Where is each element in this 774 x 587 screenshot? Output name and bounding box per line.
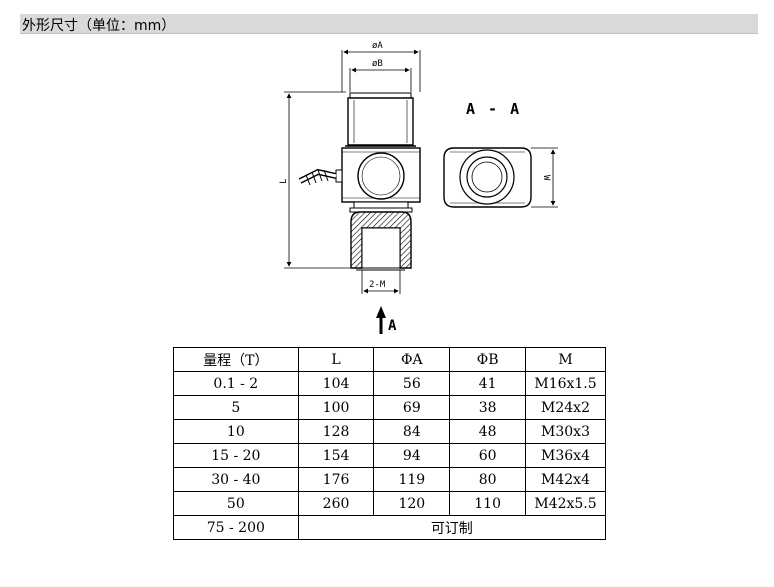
- table-header-row: 量程（T） L ΦA ΦB M: [173, 347, 606, 372]
- cell-l: 154: [297, 443, 375, 468]
- dim-phi-a-label: øA: [372, 41, 383, 51]
- cell-phi-a: 120: [373, 491, 451, 516]
- cable: [298, 168, 337, 186]
- cell-phi-b: 80: [449, 467, 527, 492]
- cell-m: M16x1.5: [525, 371, 606, 396]
- view-arrow-label: A: [388, 318, 397, 334]
- cell-range: 50: [173, 491, 299, 516]
- dim-w: W: [531, 147, 558, 208]
- cell-m: M42x5.5: [525, 491, 606, 516]
- cell-phi-b: 48: [449, 419, 527, 444]
- cell-range: 15 - 20: [173, 443, 299, 468]
- cell-phi-a: 119: [373, 467, 451, 492]
- cell-range: 10: [173, 419, 299, 444]
- cell-phi-b: 60: [449, 443, 527, 468]
- cell-phi-b: 41: [449, 371, 527, 396]
- table-row: 15 - 20 154 94 60 M36x4: [173, 443, 606, 468]
- header-l: L: [297, 347, 375, 372]
- bottom-thread-section: [350, 211, 412, 271]
- cell-m: M42x4: [525, 467, 606, 492]
- top-cap: [345, 92, 416, 147]
- section-label: A - A: [466, 100, 522, 118]
- header-phi-a: ΦA: [373, 347, 451, 372]
- cell-l: 100: [297, 395, 375, 420]
- cell-m: M30x3: [525, 419, 606, 444]
- dim-phi-a: øA: [341, 41, 421, 92]
- section-view: [443, 147, 532, 208]
- cell-phi-b: 110: [449, 491, 527, 516]
- header-m: M: [525, 347, 606, 372]
- header-range: 量程（T）: [173, 347, 299, 372]
- table-row: 50 260 120 110 M42x5.5: [173, 491, 606, 516]
- header-bar: 外形尺寸（单位：mm）: [20, 14, 758, 34]
- cell-l: 260: [297, 491, 375, 516]
- cell-range: 5: [173, 395, 299, 420]
- page-title: 外形尺寸（单位：mm）: [22, 18, 176, 34]
- cell-m: M24x2: [525, 395, 606, 420]
- cell-range: 30 - 40: [173, 467, 299, 492]
- dim-w-label: W: [541, 175, 551, 181]
- dim-m-label: 2-M: [369, 280, 386, 290]
- header-phi-b: ΦB: [449, 347, 527, 372]
- cell-range: 75 - 200: [173, 515, 299, 540]
- cell-l: 104: [297, 371, 375, 396]
- cell-range: 0.1 - 2: [173, 371, 299, 396]
- spec-table: 量程（T） L ΦA ΦB M 0.1 - 2 104 56 41 M16x1.…: [173, 347, 607, 540]
- dim-l: L: [279, 91, 350, 269]
- dim-m: 2-M: [361, 270, 401, 294]
- cell-l: 176: [297, 467, 375, 492]
- table-row: 0.1 - 2 104 56 41 M16x1.5: [173, 371, 606, 396]
- cell-m: M36x4: [525, 443, 606, 468]
- dim-phi-b-label: øB: [372, 59, 383, 69]
- table-row: 5 100 69 38 M24x2: [173, 395, 606, 420]
- table-row: 30 - 40 176 119 80 M42x4: [173, 467, 606, 492]
- dim-l-label: L: [279, 179, 289, 184]
- cell-phi-a: 84: [373, 419, 451, 444]
- cell-l: 128: [297, 419, 375, 444]
- table-row-custom: 75 - 200 可订制: [173, 515, 607, 540]
- table-row: 10 128 84 48 M30x3: [173, 419, 606, 444]
- cell-phi-a: 56: [373, 371, 451, 396]
- cell-phi-b: 38: [449, 395, 527, 420]
- lower-neck: [349, 201, 413, 213]
- cell-custom-note: 可订制: [297, 515, 607, 540]
- cell-phi-a: 94: [373, 443, 451, 468]
- view-arrow-icon: [376, 306, 386, 334]
- dim-phi-b: øB: [349, 59, 412, 92]
- sensor-body: [335, 147, 421, 203]
- cell-phi-a: 69: [373, 395, 451, 420]
